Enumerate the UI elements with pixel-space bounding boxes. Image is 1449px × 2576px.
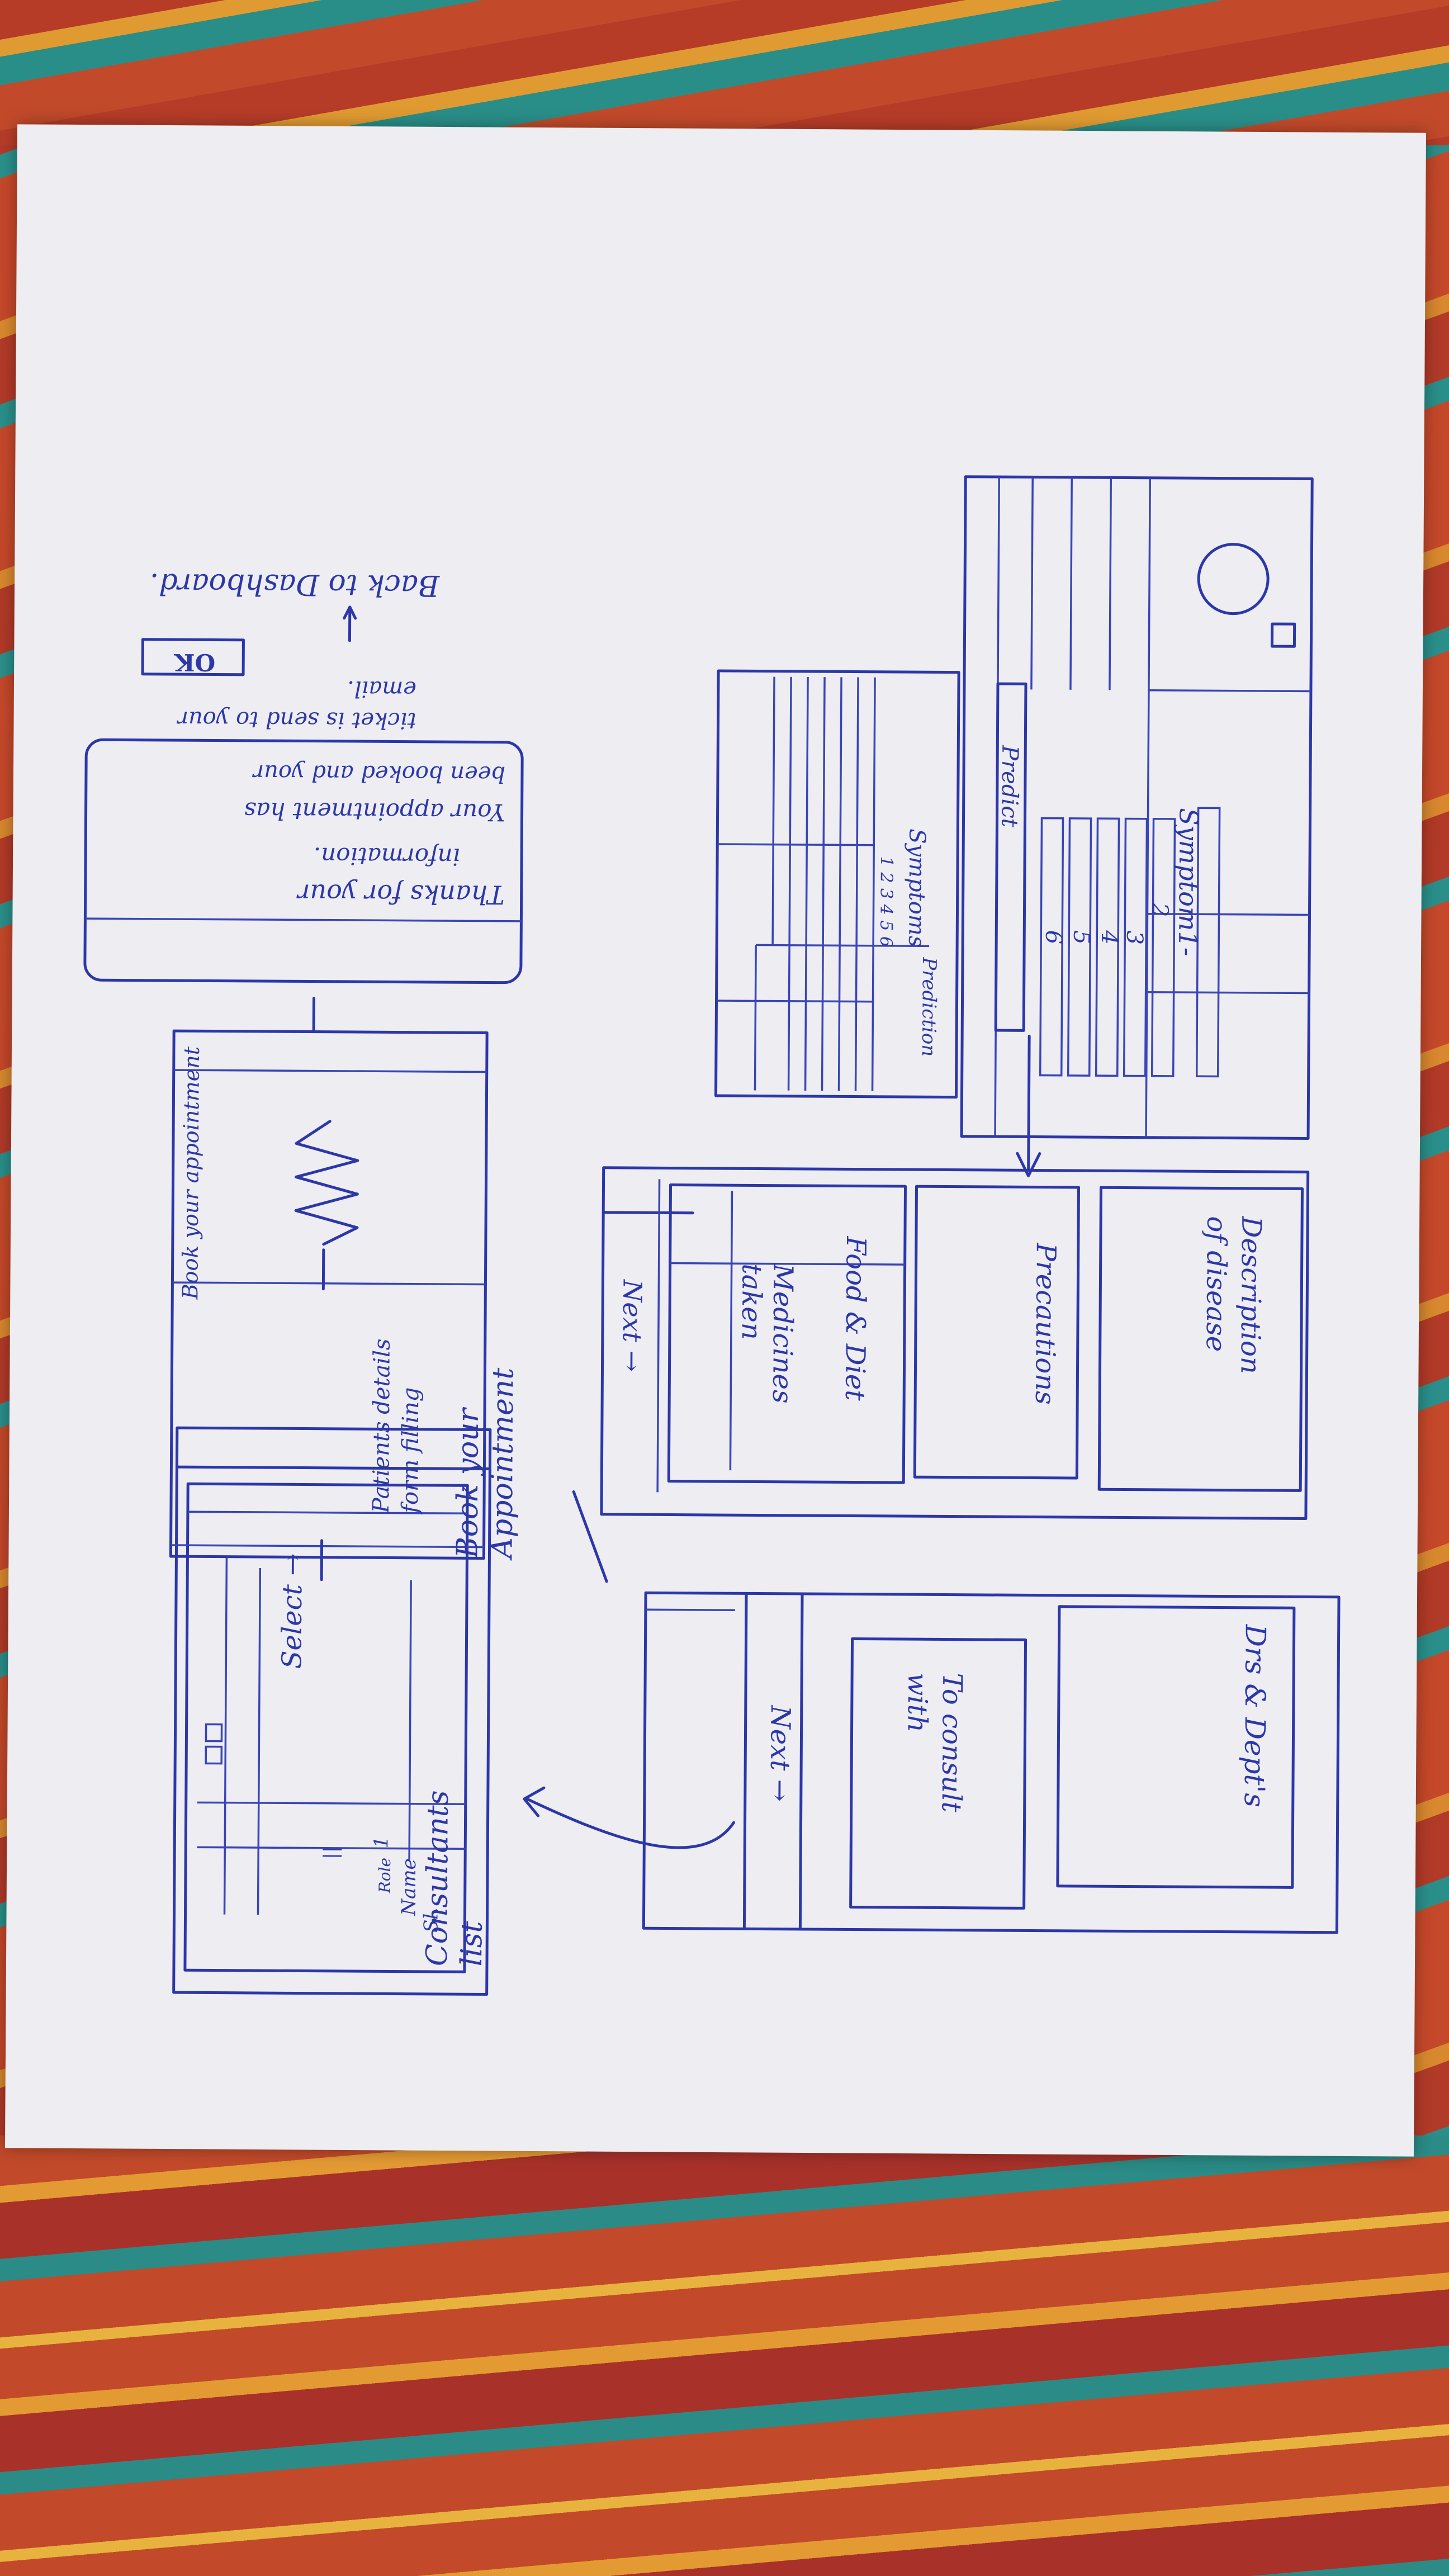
table-col-prediction: Prediction xyxy=(917,957,941,1057)
medicines-taken-label: Medicines taken xyxy=(735,1263,799,1404)
disease-next-button[interactable]: Next → xyxy=(617,1279,648,1372)
symptom-number-5: 5 xyxy=(1068,930,1095,945)
predict-button[interactable]: Predict xyxy=(996,745,1023,827)
appointment-subtitle: Patients details form filling xyxy=(368,1338,424,1513)
precautions-label: Precautions xyxy=(1029,1243,1062,1405)
doctors-next-button[interactable]: Next → xyxy=(764,1705,796,1802)
ok-button[interactable]: OK xyxy=(174,648,216,676)
consultants-row-mark-1: 1 xyxy=(370,1836,393,1849)
consultants-screen xyxy=(172,1426,492,1996)
symptom-number-6: 6 xyxy=(1040,930,1067,945)
table-col-symptoms: Symptoms xyxy=(903,828,930,948)
symptom-number-3: 3 xyxy=(1121,930,1148,945)
disease-details-screen xyxy=(572,1166,1310,1583)
sketch-paper: Symptom1- 2 3 4 5 6 Predict Symptoms 1 2… xyxy=(4,124,1427,2157)
back-to-dashboard-link[interactable]: Back to Dashboard. xyxy=(149,566,440,602)
consultants-col-sl: Sl. xyxy=(420,1907,443,1933)
table-symptom-indexes: 1 2 3 4 5 6 xyxy=(876,856,897,948)
appointment-screen xyxy=(169,997,489,1581)
fabric-stripe-bottom xyxy=(0,2135,1449,2576)
confirmation-line-4: been booked and your xyxy=(253,759,506,787)
drs-depts-label: Drs & Dept's xyxy=(1238,1624,1272,1808)
to-consult-with-label: To consult with xyxy=(901,1673,968,1813)
consultants-select-button[interactable]: Select → xyxy=(276,1553,309,1669)
symptom-number-4: 4 xyxy=(1096,930,1123,945)
prediction-table-sketch xyxy=(714,669,960,1099)
fabric-stripe-top xyxy=(0,0,1449,145)
confirmation-line-2: information. xyxy=(313,842,461,871)
symptoms-screen xyxy=(960,475,1314,1177)
consultants-title: Consultants list xyxy=(420,1790,489,1967)
food-diet-label: Food & Diet xyxy=(839,1236,872,1401)
confirmation-line-1: Thanks for your xyxy=(297,878,505,910)
symptom-heading: Symptom1- xyxy=(1173,807,1204,956)
confirmation-screen xyxy=(83,605,524,984)
doctors-screen xyxy=(523,1591,1341,1934)
confirmation-line-3: Your appointment has xyxy=(244,797,505,826)
symptom-number-2: 2 xyxy=(1147,902,1173,917)
ticket-email-note: ticket is send to your email. xyxy=(177,675,417,733)
appointment-title: Book your Appointment xyxy=(451,1367,520,1559)
consultants-row-mark-2: || xyxy=(320,1846,343,1859)
description-of-disease-label: Description of disease xyxy=(1200,1216,1267,1374)
consultants-col-name: Name xyxy=(397,1858,421,1916)
book-appointment-button[interactable]: Book your appointment xyxy=(178,1046,205,1300)
consultants-col-role: Role xyxy=(375,1857,395,1893)
